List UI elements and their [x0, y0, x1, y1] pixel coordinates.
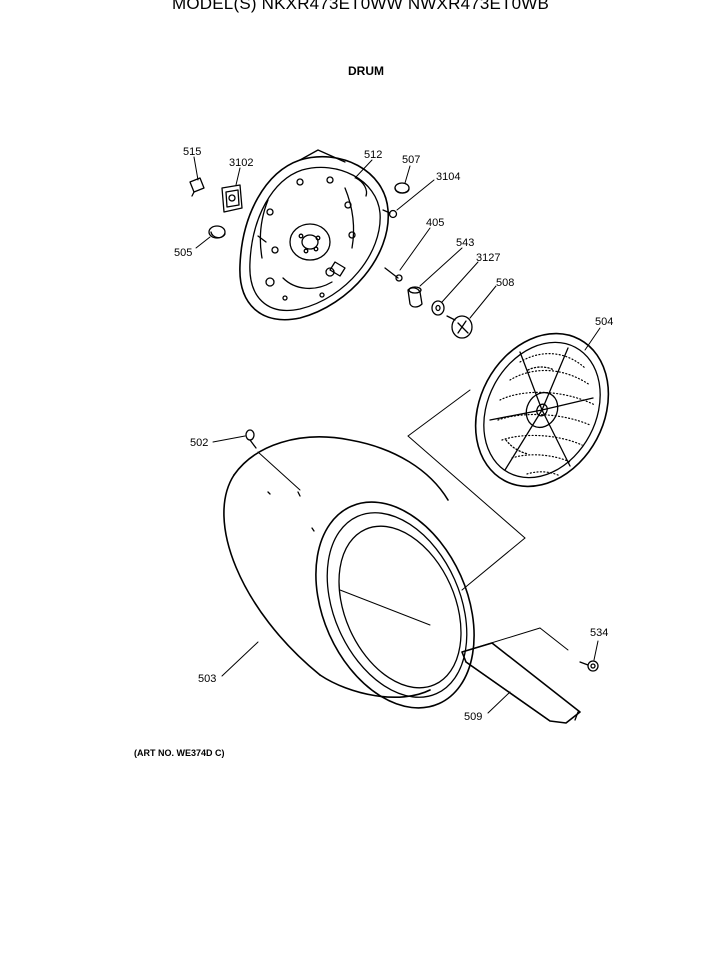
bracket-515: [189, 177, 205, 193]
part-labels: 515 3102 512 507 3104 505 405 543 3127 5…: [174, 146, 613, 723]
perforation-pattern: [497, 353, 596, 477]
shaft-405: [384, 267, 403, 282]
section-title: DRUM: [348, 64, 384, 78]
label-543: 543: [456, 237, 474, 249]
screw-3104: [382, 209, 398, 219]
label-503: 503: [198, 673, 216, 685]
bushing-543: [407, 286, 423, 308]
label-512: 512: [364, 149, 382, 161]
screw-534: [579, 660, 599, 672]
assembly-lines: [257, 389, 569, 653]
washer-3127: [431, 300, 445, 316]
label-508: 508: [496, 277, 514, 289]
clip-3102: [221, 184, 243, 213]
label-534: 534: [590, 627, 608, 639]
bolt-508: [446, 315, 473, 339]
screw-502: [245, 429, 257, 449]
label-3104: 3104: [436, 171, 460, 183]
front-drum-head: [474, 332, 610, 488]
label-502: 502: [190, 437, 208, 449]
label-515: 515: [183, 146, 201, 158]
label-3127: 3127: [476, 252, 500, 264]
bearing-507: [394, 182, 410, 194]
leader-lines: [193, 156, 601, 714]
label-504: 504: [595, 316, 613, 328]
art-number: (ART NO. WE374D C): [134, 748, 225, 758]
model-header: MODEL(S) NKXR473ET0WW NWXR473ET0WB: [172, 0, 550, 13]
label-509: 509: [464, 711, 482, 723]
label-3102: 3102: [229, 157, 253, 169]
rear-bulkhead: [239, 149, 389, 321]
bearing-505: [208, 225, 226, 239]
label-405: 405: [426, 217, 444, 229]
label-507: 507: [402, 154, 420, 166]
label-505: 505: [174, 247, 192, 259]
drum-cylinder: [223, 436, 475, 709]
